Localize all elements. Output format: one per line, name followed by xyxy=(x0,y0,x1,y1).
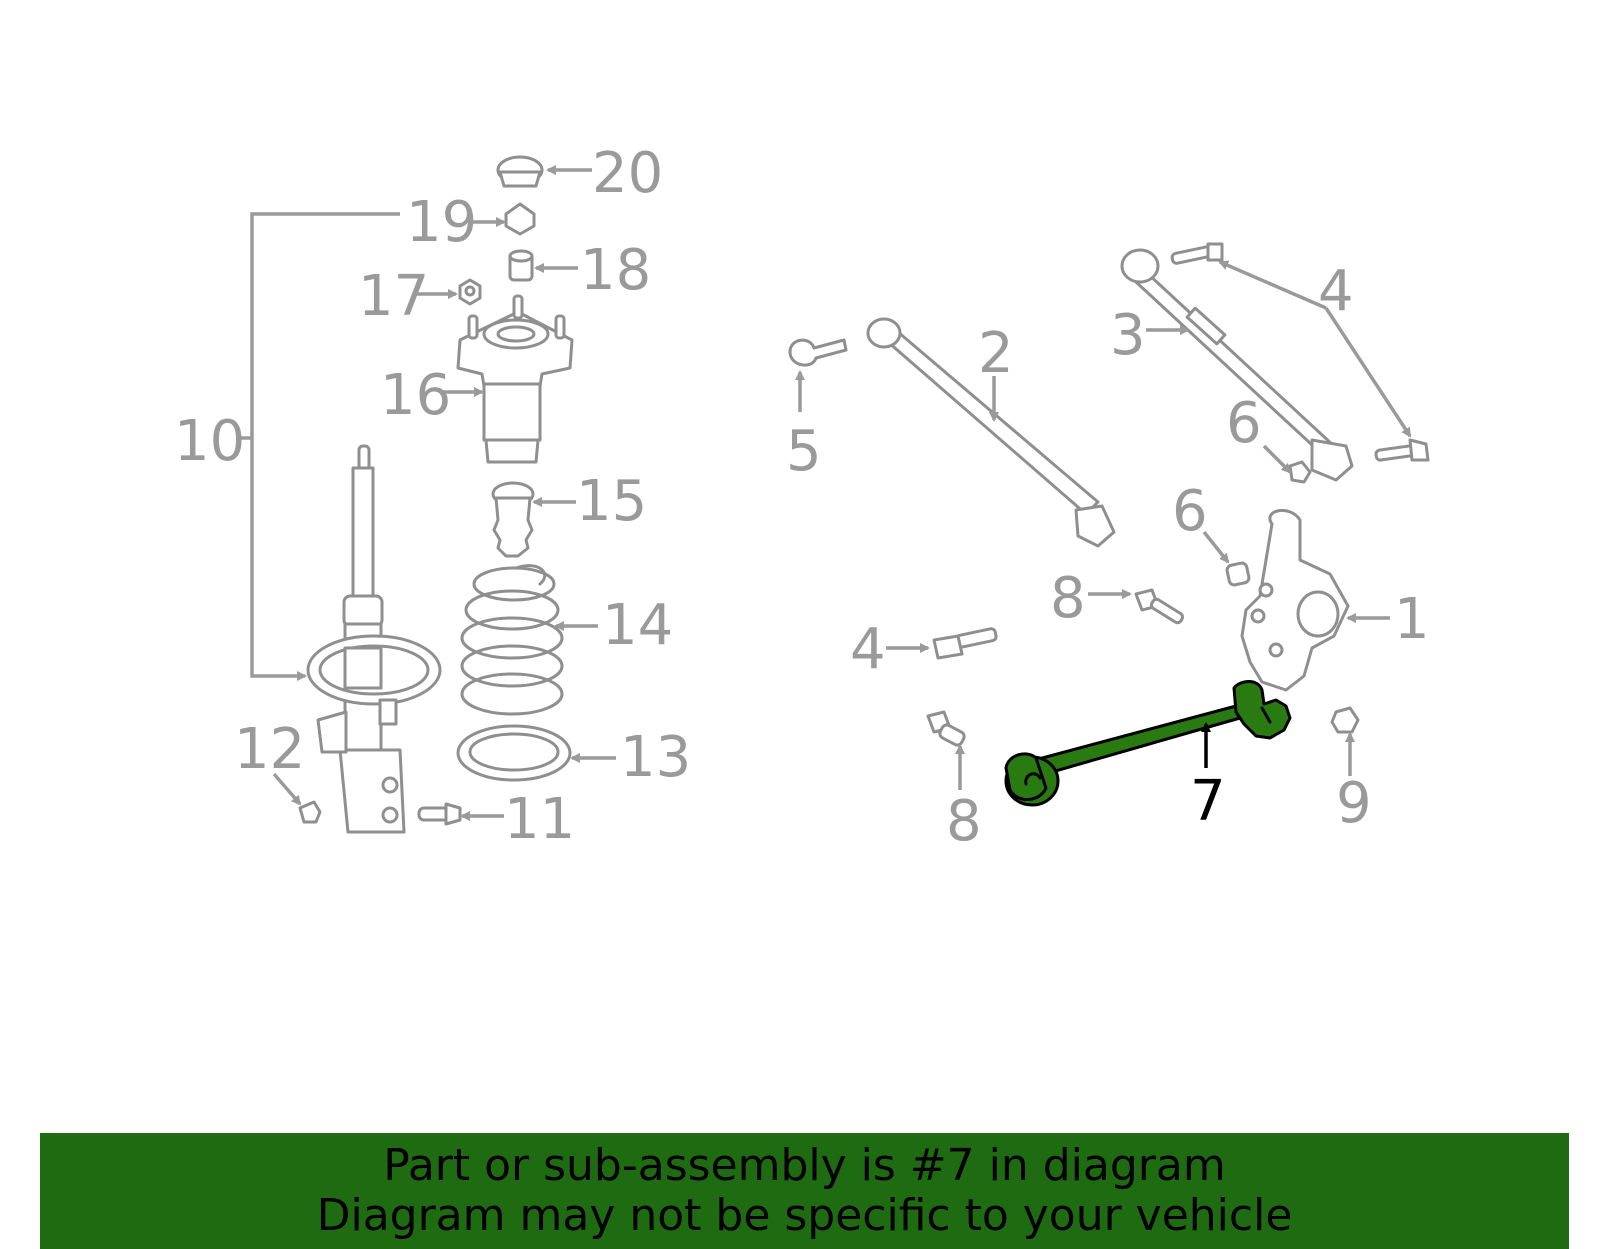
callout-16: 16 xyxy=(380,363,451,428)
nut-17 xyxy=(458,278,482,306)
bolt-5 xyxy=(788,338,848,367)
callout-10: 10 xyxy=(174,409,245,474)
callout-5: 5 xyxy=(786,419,822,484)
assembly-bracket-10 xyxy=(250,212,400,681)
callout-18: 18 xyxy=(580,238,651,303)
callout-15: 15 xyxy=(576,469,647,534)
callout-7-highlighted: 7 xyxy=(1190,769,1226,834)
bolt-4-middle xyxy=(932,627,998,660)
info-banner: Part or sub-assembly is #7 in diagram Di… xyxy=(40,1133,1569,1249)
callout-4-upper: 4 xyxy=(1318,259,1354,324)
bump-stop-15 xyxy=(491,481,535,558)
callout-17: 17 xyxy=(358,264,429,329)
callout-6-upper: 6 xyxy=(1226,391,1262,456)
bolt-8-lower xyxy=(926,710,966,747)
callout-1: 1 xyxy=(1394,587,1430,652)
cap-20 xyxy=(496,155,544,188)
callout-13: 13 xyxy=(620,725,691,790)
strut-assembly xyxy=(306,444,442,834)
callout-6-lower: 6 xyxy=(1172,479,1208,544)
callout-3: 3 xyxy=(1110,303,1146,368)
bolt-8-upper xyxy=(1134,588,1185,625)
coil-spring-14 xyxy=(460,564,564,716)
callout-8-upper: 8 xyxy=(1050,566,1086,631)
nut-6-upper xyxy=(1288,460,1312,484)
bushing-6-lower xyxy=(1225,561,1251,587)
callout-4-middle: 4 xyxy=(850,617,886,682)
control-arm-2 xyxy=(866,317,1116,548)
callout-12: 12 xyxy=(234,717,305,782)
callout-2: 2 xyxy=(978,321,1014,386)
banner-line-2: Diagram may not be specific to your vehi… xyxy=(316,1190,1293,1241)
bushing-18 xyxy=(508,249,534,282)
callout-11: 11 xyxy=(504,787,575,852)
trailing-arm-7-highlighted[interactable] xyxy=(1004,680,1292,807)
bolt-11 xyxy=(417,802,462,826)
strut-mount-16 xyxy=(456,294,574,464)
adjustable-arm-3 xyxy=(1120,248,1354,482)
banner-line-1: Part or sub-assembly is #7 in diagram xyxy=(383,1140,1226,1191)
callout-20: 20 xyxy=(592,141,663,206)
nut-9 xyxy=(1330,706,1360,734)
callout-8-lower: 8 xyxy=(946,789,982,854)
bolt-4-lower xyxy=(1374,438,1430,462)
nut-12 xyxy=(298,800,322,824)
callout-9: 9 xyxy=(1336,771,1372,836)
callout-19: 19 xyxy=(406,190,477,255)
callout-14: 14 xyxy=(602,593,673,658)
spring-insulator-13 xyxy=(456,724,572,782)
bolt-4-upper xyxy=(1170,242,1224,265)
knuckle-1 xyxy=(1240,508,1350,692)
nut-19 xyxy=(504,202,536,236)
